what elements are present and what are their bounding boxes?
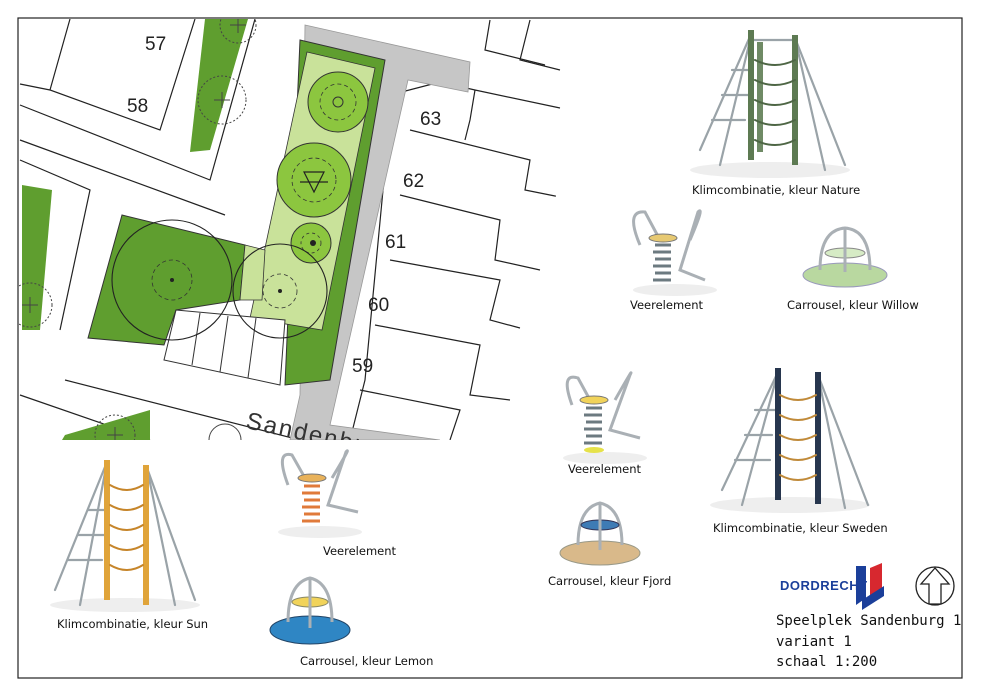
title-line-scale: schaal 1:200 bbox=[776, 654, 878, 670]
tree-crown-outline bbox=[232, 243, 328, 339]
carrousel-willow-image bbox=[802, 226, 888, 288]
house-number: 61 bbox=[385, 232, 406, 253]
house-number: 60 bbox=[368, 295, 389, 316]
label-veerelement-top: Veerelement bbox=[630, 298, 704, 312]
equipment-zone-climber bbox=[276, 142, 352, 218]
green-strip-left bbox=[22, 185, 52, 330]
house-number: 63 bbox=[420, 109, 441, 130]
tree-crown-outline-large bbox=[111, 219, 233, 341]
house-number: 59 bbox=[352, 356, 373, 377]
spring-rider-middle-image bbox=[563, 371, 647, 464]
climber-sun-image bbox=[50, 460, 200, 612]
label-klimcombinatie-nature: Klimcombinatie, kleur Nature bbox=[692, 183, 861, 197]
spring-rider-bottom-image bbox=[278, 449, 362, 538]
dordrecht-logo-mark bbox=[856, 563, 884, 610]
tree-symbols bbox=[19, 19, 257, 440]
label-klimcombinatie-sun: Klimcombinatie, kleur Sun bbox=[57, 617, 209, 631]
equipment-zone-carrousel bbox=[307, 71, 369, 133]
label-carrousel-lemon: Carrousel, kleur Lemon bbox=[300, 654, 434, 668]
house-number: 57 bbox=[145, 34, 166, 55]
green-strip-bottom bbox=[62, 410, 150, 440]
label-veerelement-middle: Veerelement bbox=[568, 462, 642, 476]
house-number: 62 bbox=[403, 171, 424, 192]
label-carrousel-willow: Carrousel, kleur Willow bbox=[787, 298, 919, 312]
climber-sweden-image bbox=[710, 368, 870, 513]
site-map: 57 58 63 62 61 60 59 Sandenbu bbox=[19, 19, 561, 440]
north-arrow-icon bbox=[915, 566, 955, 606]
spring-rider-top-image bbox=[632, 209, 717, 296]
label-klimcombinatie-sweden: Klimcombinatie, kleur Sweden bbox=[713, 521, 888, 535]
dordrecht-logo-text: DORDRECHT bbox=[780, 578, 868, 593]
green-strip-upper bbox=[190, 19, 248, 152]
carrousel-fjord-image bbox=[559, 501, 641, 566]
house-number: 58 bbox=[127, 96, 148, 117]
label-carrousel-fjord: Carrousel, kleur Fjord bbox=[548, 574, 672, 588]
parking-strip bbox=[163, 309, 286, 386]
carrousel-lemon-image bbox=[269, 576, 351, 645]
climber-nature-image bbox=[690, 30, 850, 178]
title-line-project: Speelplek Sandenburg 1 bbox=[776, 613, 962, 629]
sheet-border bbox=[17, 17, 963, 679]
title-line-variant: variant 1 bbox=[776, 634, 852, 650]
label-veerelement-bottom: Veerelement bbox=[323, 544, 397, 558]
